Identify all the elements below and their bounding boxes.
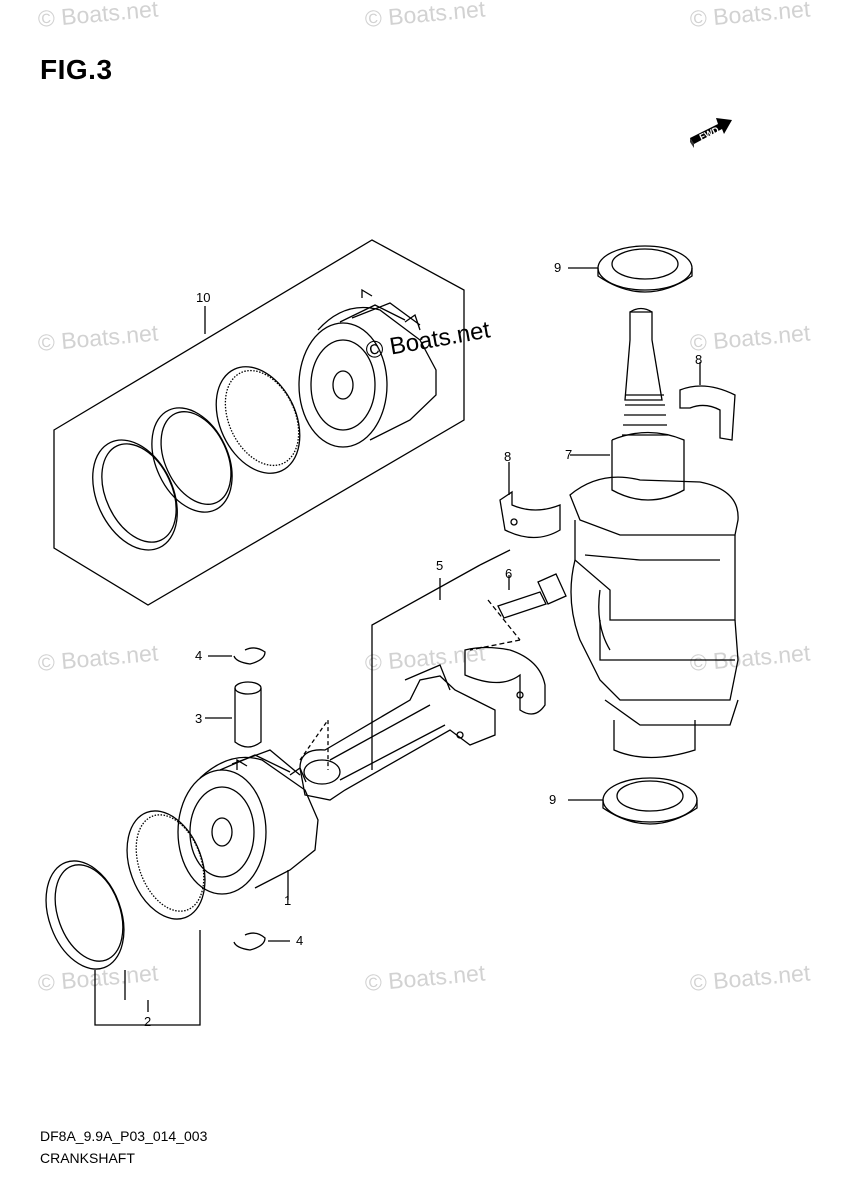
- connecting-rod-bolt: [469, 573, 567, 651]
- callout-2: 2: [144, 1014, 152, 1029]
- circlip-upper: [208, 647, 266, 665]
- callout-5: 5: [436, 558, 444, 573]
- piston-rings-lower: [45, 810, 206, 1026]
- figure-caption: CRANKSHAFT: [40, 1150, 135, 1166]
- bearing-half-upper: [679, 362, 736, 441]
- callout-9-lower: 9: [549, 792, 557, 807]
- callout-9-upper: 9: [554, 260, 562, 275]
- piston-kit-box: [53, 239, 465, 606]
- callout-8-lower: 8: [504, 449, 512, 464]
- callout-3: 3: [195, 711, 203, 726]
- piston-in-kit: [298, 288, 437, 448]
- figure-title: FIG.3: [40, 54, 113, 85]
- oil-seal-bottom: [568, 777, 698, 825]
- piston-lower: [177, 749, 319, 900]
- piston-ring-set: [92, 366, 301, 551]
- oil-seal-top: [568, 245, 693, 293]
- callout-1: 1: [284, 893, 292, 908]
- circlip-lower: [233, 932, 290, 951]
- piston-pin: [205, 681, 262, 748]
- forward-arrow-icon: FWD: [688, 112, 736, 157]
- callout-6: 6: [505, 566, 513, 581]
- callout-10: 10: [196, 290, 211, 305]
- figure-code: DF8A_9.9A_P03_014_003: [40, 1128, 208, 1144]
- callout-8-upper: 8: [695, 352, 703, 367]
- callout-7: 7: [565, 447, 573, 462]
- callout-4-lower: 4: [296, 933, 304, 948]
- connecting-rod: [299, 646, 546, 801]
- crankshaft: [569, 307, 739, 759]
- assembly-line: [299, 717, 329, 770]
- callout-4-upper: 4: [195, 648, 203, 663]
- bearing-half-lower: [499, 462, 561, 539]
